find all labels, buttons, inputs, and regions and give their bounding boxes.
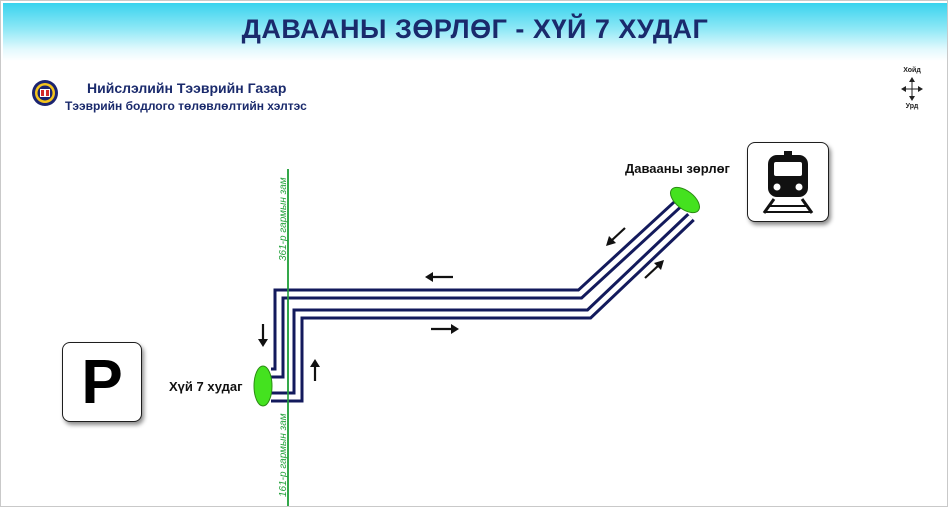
- direction-arrow-right: [431, 324, 459, 334]
- title-bar: ДАВААНЫ ЗӨРЛӨГ - ХҮЙ 7 ХУДАГ: [3, 3, 947, 61]
- train-station-sign: [747, 142, 829, 222]
- compass-rose: Хойд Урд: [894, 67, 930, 113]
- compass-south-label: Урд: [905, 103, 919, 110]
- parking-sign: P: [62, 342, 142, 422]
- stop-label-start: Давааны зөрлөг: [625, 161, 730, 176]
- direction-arrow-up-right: [644, 260, 664, 279]
- train-icon: [762, 151, 814, 214]
- stop-marker-end: [253, 365, 273, 407]
- road-label-north: 361-р гармын зам: [278, 177, 289, 261]
- direction-arrow-up: [310, 359, 320, 381]
- page-title: ДАВААНЫ ЗӨРЛӨГ - ХҮЙ 7 ХУДАГ: [241, 13, 709, 44]
- organization-name: Нийслэлийн Тээврийн Газар: [87, 80, 287, 96]
- direction-arrow-left: [425, 272, 453, 282]
- road-label-south: 161-р гармын зам: [278, 413, 289, 497]
- direction-arrow-down-left: [606, 227, 626, 246]
- stop-label-end: Хүй 7 худаг: [169, 379, 243, 394]
- compass-north-label: Хойд: [903, 67, 921, 74]
- organization-department: Тээврийн бодлого төлөвлөлтийн хэлтэс: [65, 99, 307, 113]
- parking-sign-letter: P: [81, 348, 123, 417]
- compass-arrows-icon: [901, 77, 923, 101]
- direction-arrow-down: [258, 324, 268, 347]
- stop-marker-start: [670, 186, 700, 214]
- organization-logo-icon: [32, 80, 58, 106]
- organization-header: Нийслэлийн Тээврийн Газар Тээврийн бодло…: [31, 79, 307, 115]
